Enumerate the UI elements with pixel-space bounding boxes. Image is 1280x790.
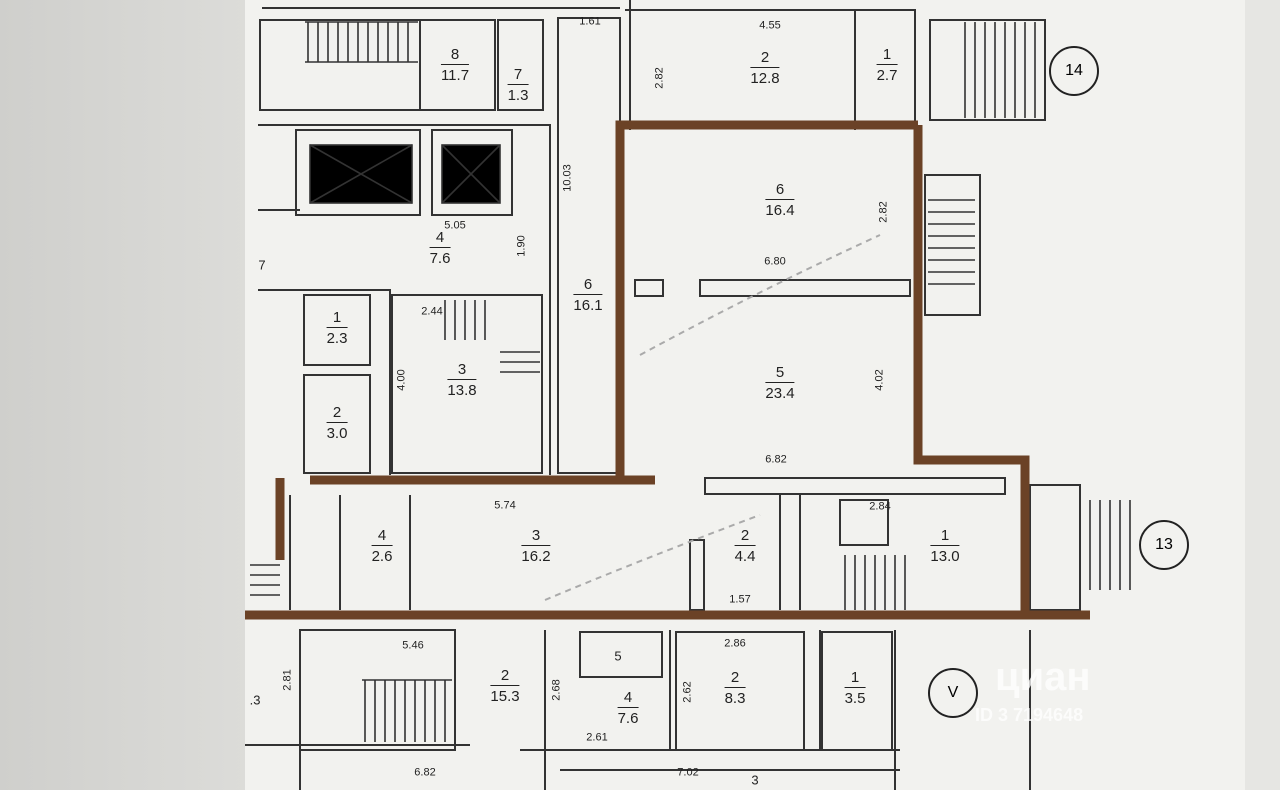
stair-14: [964, 22, 1036, 118]
elevator-shaft-2: [431, 129, 513, 216]
dimension-label: 5.74: [494, 499, 516, 512]
room-8-walls: [419, 19, 496, 111]
room-1-walls: [303, 294, 371, 366]
stair-14-frame: [929, 19, 1046, 121]
room-2-bottom-walls: [299, 629, 456, 751]
stair-bottom: [362, 679, 452, 742]
dimension-label-vertical: 1.90: [515, 235, 528, 257]
stair-middle-1: [444, 300, 486, 340]
partition-6-80: [699, 279, 911, 297]
pencil-mark-2: [544, 514, 761, 601]
room-5-label: 5: [614, 648, 622, 664]
wall: [299, 630, 1031, 790]
entrance-marker-13: 13: [1139, 520, 1189, 570]
wall: [625, 0, 916, 130]
entrance-marker-14: 14: [1049, 46, 1099, 96]
room-7-walls: [497, 19, 544, 111]
room-6-corridor-walls: [557, 17, 621, 474]
dimension-label-vertical: 4.00: [395, 369, 408, 391]
watermark-brand: циан: [995, 655, 1091, 699]
wall: [779, 495, 801, 610]
edge-label: 3: [751, 772, 759, 788]
edge-label: .3: [249, 692, 261, 708]
dimension-label: 2.86: [724, 637, 746, 650]
stair-13: [1089, 500, 1131, 590]
dimension-label-vertical: 2.81: [281, 669, 294, 691]
room-2-walls: [303, 374, 371, 474]
paper-sheet: [245, 0, 1245, 790]
background-left: [0, 0, 250, 790]
stair-13-frame: [1029, 484, 1081, 611]
dimension-label-vertical: 4.02: [873, 369, 886, 391]
watermark-id: ID 3 7194648: [975, 705, 1084, 725]
dimension-label-vertical: 10.03: [561, 164, 574, 192]
dimension-label-vertical: 2.68: [550, 679, 563, 701]
elevator-crosses: [309, 144, 501, 204]
dimension-label: 5.46: [402, 639, 424, 652]
dimension-label: 6.82: [765, 453, 787, 466]
pencil-mark: [639, 234, 881, 356]
background-right: [1245, 0, 1280, 790]
dimension-label-vertical: 2.82: [653, 67, 666, 89]
wall: [289, 495, 411, 610]
dimension-label: 2.44: [421, 305, 443, 318]
partition-stub: [634, 279, 664, 297]
elevator-shaft-1: [295, 129, 421, 216]
dimension-label: 6.80: [764, 255, 786, 268]
highlighted-unit-outline: [245, 120, 1090, 620]
stair-right: [928, 199, 975, 285]
stair-top-left: [305, 21, 418, 63]
wall: [258, 124, 551, 475]
edge-label: 7: [258, 257, 266, 273]
dimension-label: 2.61: [586, 731, 608, 744]
wall: [245, 744, 900, 771]
dimension-label: 7.02: [677, 766, 699, 779]
room-5-small-walls: [579, 631, 663, 678]
shaft: [839, 499, 889, 546]
dimension-label: 4.55: [759, 19, 781, 32]
room-3-walls: [391, 294, 543, 474]
column: [689, 539, 705, 611]
dimension-label: 1.61: [579, 15, 601, 28]
dimension-label: 6.82: [414, 766, 436, 779]
dimension-label-vertical: 2.62: [681, 681, 694, 703]
stair-hatching: [250, 21, 1131, 742]
stair-small-left: [250, 564, 280, 596]
dimension-label-vertical: 2.82: [877, 201, 890, 223]
dimension-label: 1.57: [729, 593, 751, 606]
stair-frame-right: [924, 174, 981, 316]
entrance-marker-v: V: [928, 668, 978, 718]
wall: [258, 209, 391, 475]
stair-middle-3: [844, 555, 906, 610]
partition-6-82: [704, 477, 1006, 495]
dimension-label: 2.84: [869, 500, 891, 513]
dimension-label: 5.05: [444, 219, 466, 232]
stair-middle-2: [500, 351, 540, 373]
